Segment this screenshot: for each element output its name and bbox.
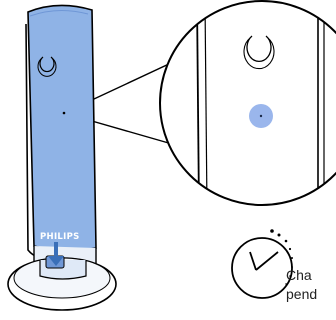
charge-caption: Cha pend <box>286 267 318 302</box>
power-ring-icon <box>243 35 275 70</box>
handset: PHILIPS <box>25 4 97 271</box>
down-arrow-icon <box>48 242 64 266</box>
power-ring-icon <box>37 56 57 77</box>
charging-cradle <box>7 255 117 311</box>
led-indicator <box>62 111 66 115</box>
clock-icon <box>231 229 293 299</box>
magnified-detail <box>159 0 336 206</box>
brand-label: PHILIPS <box>40 232 80 242</box>
